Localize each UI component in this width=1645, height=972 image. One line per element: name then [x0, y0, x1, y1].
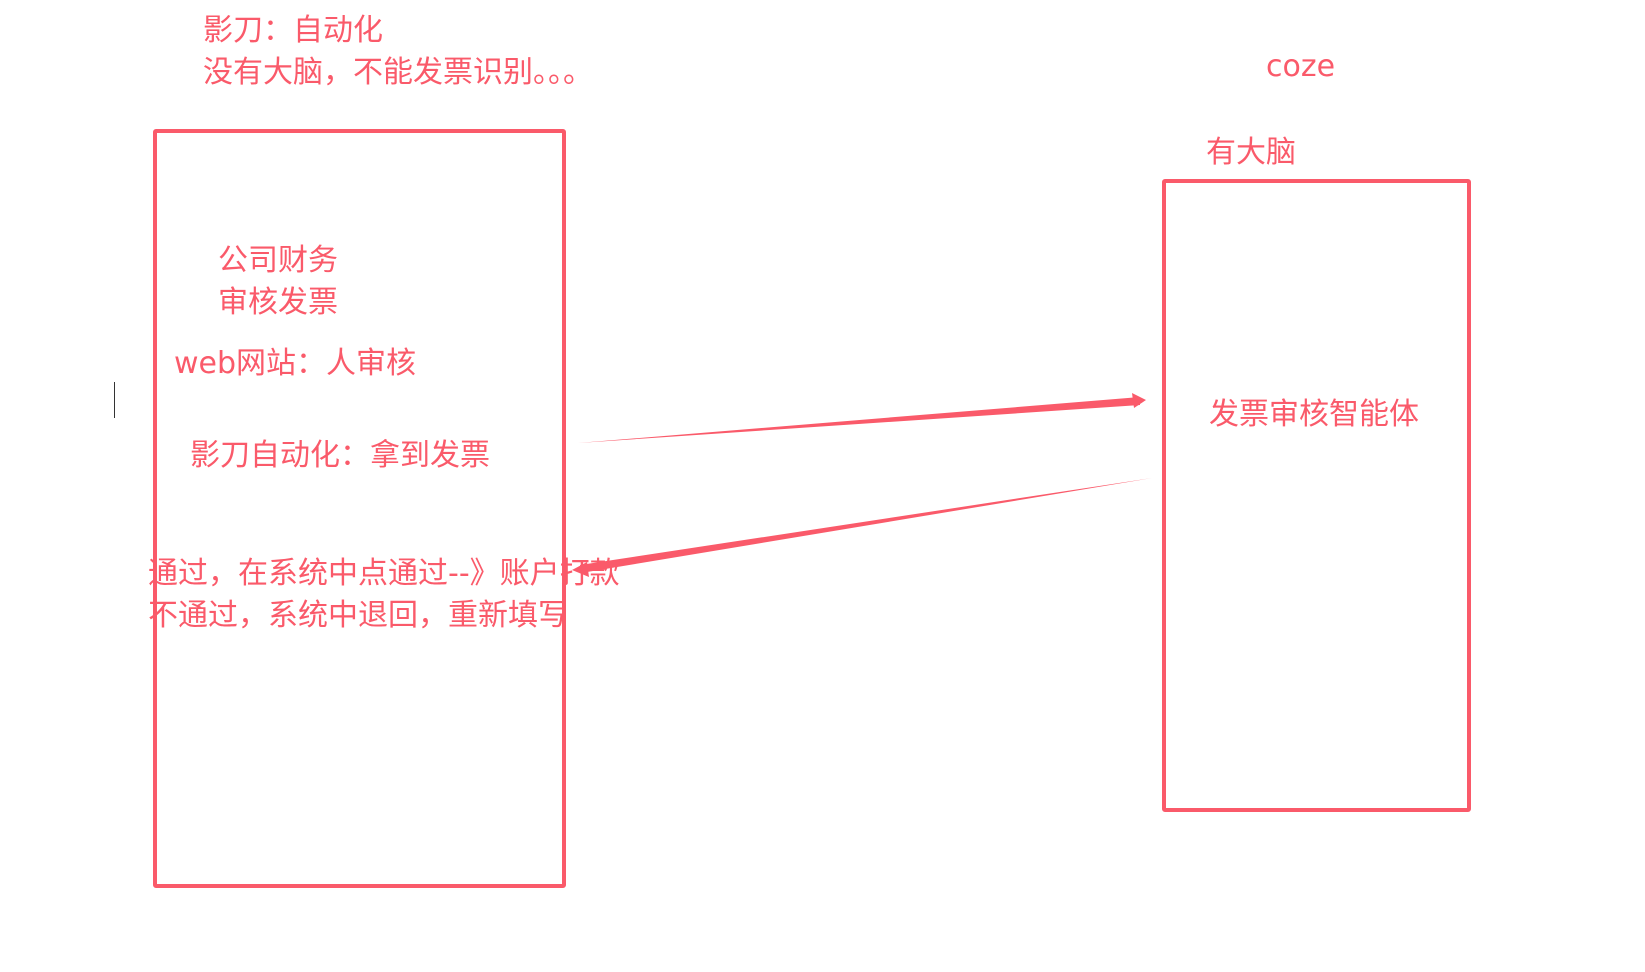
- right-agent-box: [1162, 179, 1471, 812]
- brain-label: 有大脑: [1206, 135, 1296, 170]
- agent-label: 发票审核智能体: [1209, 397, 1419, 432]
- coze-label: coze: [1266, 49, 1336, 84]
- text-cursor: [114, 382, 115, 418]
- fail-label: 不通过，系统中退回，重新填写: [148, 598, 568, 633]
- finance-line1: 公司财务: [218, 243, 338, 278]
- finance-line2: 审核发票: [218, 285, 338, 320]
- arrow-to-agent-head: [1132, 393, 1146, 408]
- arrow-from-agent: [580, 478, 1152, 573]
- top-note-line1: 影刀：自动化: [203, 13, 383, 48]
- top-note-line2: 没有大脑，不能发票识别。。。: [203, 55, 593, 90]
- pass-label: 通过，在系统中点通过--》账户打款: [148, 556, 620, 591]
- left-process-box: [153, 129, 566, 888]
- rpa-label: 影刀自动化：拿到发票: [190, 438, 490, 473]
- web-review-label: web网站：人审核: [174, 346, 417, 381]
- arrow-to-agent: [578, 397, 1140, 443]
- arrow-from-agent-head: [572, 562, 589, 577]
